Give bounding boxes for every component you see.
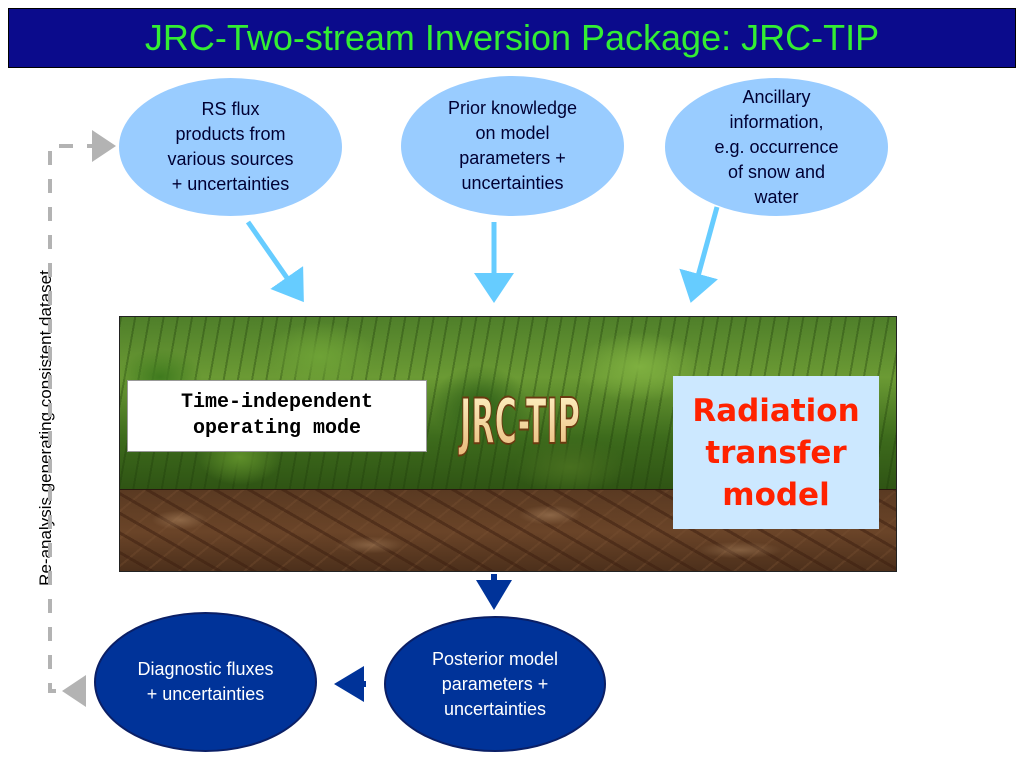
jrc-tip-logo-text: JRC-TIP: [458, 386, 580, 459]
feedback-loop-line: [48, 144, 106, 693]
radiation-transfer-model-label: Radiation transfer model: [692, 392, 860, 513]
diagnostic-output-label: Diagnostic fluxes + uncertainties: [137, 659, 274, 704]
prior-knowledge-input-ellipse: Prior knowledge on model parameters + un…: [401, 76, 624, 216]
radiation-transfer-model-box: Radiation transfer model: [673, 376, 879, 529]
rs-flux-arrow: [245, 220, 304, 303]
prior-knowledge-input-label: Prior knowledge on model parameters + un…: [447, 98, 578, 193]
posterior-output-label: Posterior model parameters + uncertainti…: [431, 648, 559, 719]
operating-mode-label: Time-independent operating mode: [180, 391, 374, 440]
diagnostic-output-ellipse: Diagnostic fluxes + uncertainties: [94, 612, 317, 752]
ancillary-input-ellipse: Ancillary information, e.g. occurrence o…: [665, 78, 888, 216]
jrc-tip-logo: JRC-TIP: [457, 385, 581, 460]
ancillary-arrow: [679, 206, 720, 303]
rs-flux-input-ellipse: RS flux products from various sources + …: [119, 78, 342, 216]
ancillary-input-label: Ancillary information, e.g. occurrence o…: [714, 86, 839, 207]
rs-flux-input-label: RS flux products from various sources + …: [167, 99, 294, 194]
operating-mode-box: Time-independent operating mode: [127, 380, 427, 452]
posterior-output-ellipse: Posterior model parameters + uncertainti…: [384, 616, 606, 752]
title-bar: JRC-Two-stream Inversion Package: JRC-TI…: [8, 8, 1016, 68]
page-title: JRC-Two-stream Inversion Package: JRC-TI…: [144, 17, 880, 58]
